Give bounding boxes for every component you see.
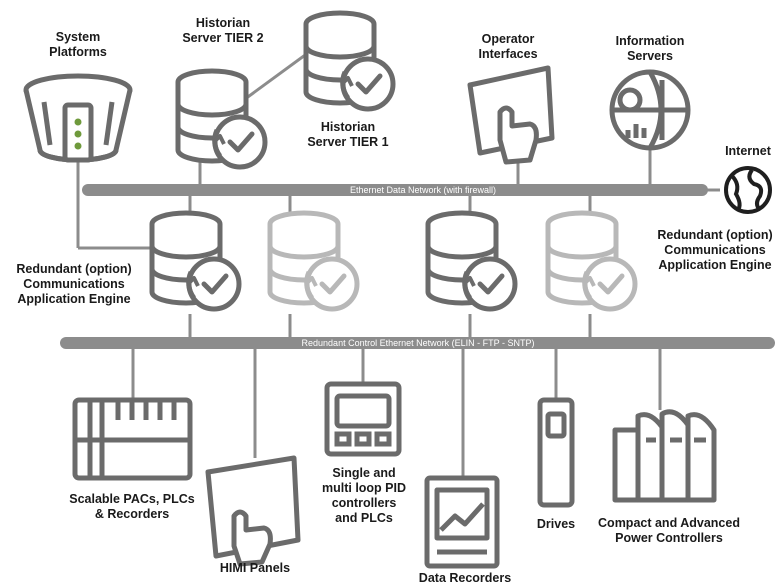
- tablet-touch-icon: [467, 65, 555, 165]
- label-data-recorders: Data Recorders: [418, 571, 512, 585]
- plc-icon: [72, 397, 193, 481]
- database-check-icon: [428, 213, 515, 309]
- server-rack-icon: [23, 73, 133, 163]
- tablet-touch-icon: [205, 455, 301, 567]
- database-check-icon: [548, 213, 635, 309]
- pid-controller-icon: [324, 381, 402, 457]
- power-controller-icon: [612, 409, 717, 503]
- ethernet-bus: Ethernet Data Network (with firewall): [82, 184, 708, 196]
- database-check-icon: [306, 13, 393, 109]
- label-drives: Drives: [536, 517, 576, 531]
- label-internet: Internet: [725, 144, 771, 158]
- globe-icon: [724, 166, 772, 214]
- ethernet-bus-label: Ethernet Data Network (with firewall): [350, 185, 496, 195]
- globe-chart-icon: [609, 69, 691, 151]
- data-recorder-icon: [424, 475, 500, 569]
- database-check-icon: [178, 71, 265, 167]
- control-bus-label: Redundant Control Ethernet Network (ELIN…: [302, 338, 535, 348]
- database-check-icon: [270, 213, 357, 309]
- drive-icon: [537, 397, 575, 508]
- control-bus: Redundant Control Ethernet Network (ELIN…: [60, 337, 775, 349]
- database-check-icon: [152, 213, 239, 309]
- label-hmi: HIMI Panels: [219, 561, 291, 575]
- label-pacs: Scalable PACs, PLCs& Recorders: [69, 492, 195, 521]
